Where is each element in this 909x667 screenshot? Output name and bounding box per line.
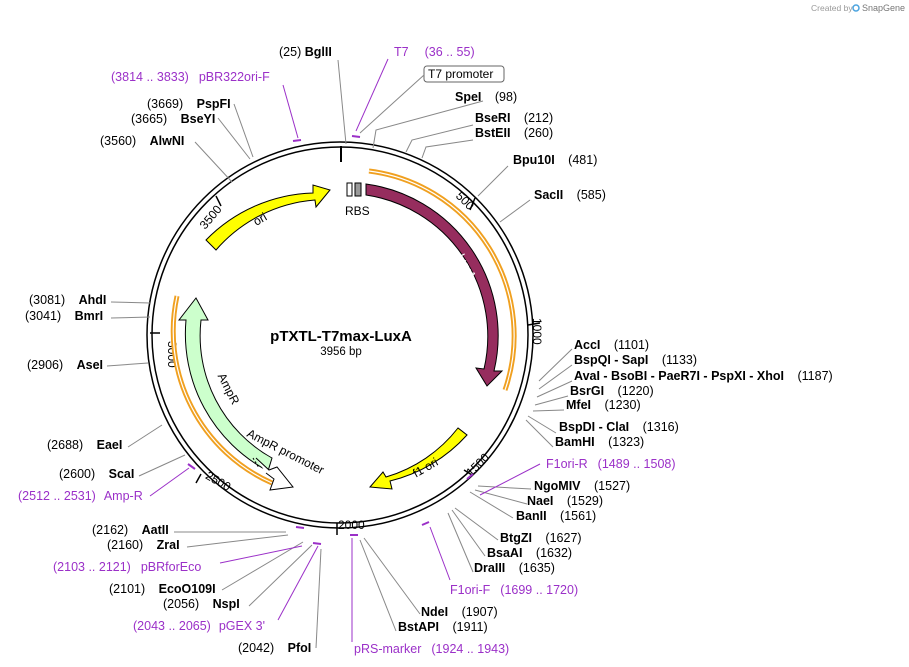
- ampr-label: AmpR: [215, 371, 243, 407]
- enzyme-asei-label: (2906) AseI: [27, 358, 103, 372]
- enzyme-aatii-label: (2162) AatII: [92, 523, 169, 537]
- t7-promoter-box[interactable]: [423, 65, 505, 83]
- enzyme-ecoo109i-label: (2101) EcoO109I: [109, 582, 216, 596]
- enzyme-avai-group-label: AvaI - BsoBI - PaeR7I - PspXI - XhoI (11…: [574, 369, 833, 383]
- plasmid-size: 3956 bp: [320, 346, 362, 358]
- primer-leader-lines: [149, 58, 541, 642]
- enzyme-btgzi-label: BtgZI (1627): [500, 531, 582, 545]
- plasmid-name: pTXTL-T7max-LuxA: [270, 328, 412, 345]
- tick-marks: [150, 195, 541, 535]
- enzyme-scai-label: (2600) ScaI: [59, 467, 134, 481]
- ampr-promoter-feature[interactable]: [255, 457, 294, 491]
- ampr-feature[interactable]: [177, 297, 273, 472]
- primer-amp-r-label: (2512 .. 2531)Amp-R: [18, 489, 143, 503]
- tick-label-2000: 2000: [338, 518, 365, 532]
- primer-site-marks: [187, 135, 474, 545]
- primer-prs-marker-label: pRS-marker(1924 .. 1943): [354, 642, 509, 656]
- enzyme-bmri-label: (3041) BmrI: [25, 309, 103, 323]
- ampr-orf-arc-inner: [172, 295, 273, 484]
- primer-f1ori-f-label: F1ori-F(1699 .. 1720): [450, 583, 578, 597]
- tick-label-1000: 1000: [530, 318, 544, 345]
- ampr-promoter-divider: [252, 457, 260, 469]
- enzyme-bspdi-clai-label: BspDI - ClaI (1316): [559, 420, 679, 434]
- ori-label: ori: [251, 210, 270, 229]
- tick-label-2500: 2500: [203, 468, 233, 494]
- credit-brand: SnapGene: [862, 3, 905, 13]
- credit-prefix: Created by: [811, 3, 853, 13]
- enzyme-alwni-label: (3560) AlwNI: [100, 134, 184, 148]
- enzyme-mfei-label: MfeI (1230): [566, 398, 641, 412]
- enzyme-nspi-label: (2056) NspI: [163, 597, 240, 611]
- enzyme-bsrgi-label: BsrGI (1220): [570, 384, 654, 398]
- enzyme-bglii-label: (25) BglII: [279, 45, 332, 59]
- rbs-box-white: [346, 182, 353, 197]
- luxa-orf-arc-inner: [368, 170, 515, 391]
- enzyme-bpu10i-label: Bpu10I (481): [513, 153, 597, 167]
- enzyme-acci-label: AccI (1101): [574, 338, 649, 352]
- enzyme-spei-label: SpeI (98): [455, 90, 517, 104]
- enzyme-ndei-label: NdeI (1907): [421, 605, 498, 619]
- f1-ori-feature[interactable]: [368, 427, 468, 490]
- enzyme-zrai-label: (2160) ZraI: [107, 538, 180, 552]
- enzyme-bseri-label: BseRI (212): [475, 111, 553, 125]
- enzyme-draiii-label: DraIII (1635): [474, 561, 555, 575]
- backbone-outer-ring: [146, 141, 534, 529]
- tick-label-1500: 1500: [463, 450, 492, 479]
- enzyme-leader-lines: [106, 59, 573, 649]
- t7-promoter-leader: [359, 74, 425, 134]
- snapgene-logo-icon: [852, 4, 860, 12]
- enzyme-naei-label: NaeI (1529): [527, 494, 603, 508]
- primer-pgex3-label: (2043 .. 2065)pGEX 3': [133, 619, 265, 633]
- enzyme-sacii-label: SacII (585): [534, 188, 606, 202]
- enzyme-ahdi-label: (3081) AhdI: [29, 293, 106, 307]
- enzyme-bstapi-label: BstAPI (1911): [398, 620, 488, 634]
- enzyme-bspqi-sapi-label: BspQI - SapI (1133): [574, 353, 697, 367]
- t7-promoter-label: T7 promoter: [428, 67, 493, 81]
- enzyme-ngomiv-label: NgoMIV (1527): [534, 479, 630, 493]
- enzyme-bamhi-label: BamHI (1323): [555, 435, 644, 449]
- primer-pbr322ori-f-label: (3814 .. 3833)pBR322ori-F: [111, 70, 270, 84]
- enzyme-pspfi-label: (3669) PspFI: [147, 97, 231, 111]
- enzyme-bsteii-label: BstEII (260): [475, 126, 553, 140]
- enzyme-banii-label: BanII (1561): [516, 509, 596, 523]
- enzyme-eaei-label: (2688) EaeI: [47, 438, 122, 452]
- rbs-label: RBS: [345, 204, 370, 218]
- enzyme-bseyi-label: (3665) BseYI: [131, 112, 215, 126]
- luxa-feature[interactable]: [365, 183, 504, 387]
- primer-pbrforeco-label: (2103 .. 2121)pBRforEco: [53, 560, 201, 574]
- enzyme-pfoi-label: (2042) PfoI: [238, 641, 311, 655]
- ori-feature[interactable]: [205, 184, 331, 251]
- primer-t7-label: T7(36 .. 55): [394, 45, 475, 59]
- primer-f1ori-r-label: F1ori-R(1489 .. 1508): [546, 457, 676, 471]
- enzyme-bsaai-label: BsaAI (1632): [487, 546, 572, 560]
- rbs-feature[interactable]: [354, 182, 362, 197]
